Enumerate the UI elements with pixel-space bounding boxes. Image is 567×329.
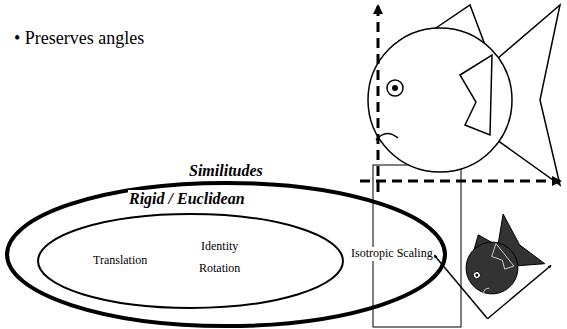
white-fish xyxy=(368,5,560,185)
bullet-point: • Preserves angles xyxy=(14,28,144,49)
transform-name: Rotation xyxy=(198,262,241,276)
region-heading: Rigid / Euclidean xyxy=(128,190,246,208)
region-heading: Similitudes xyxy=(188,162,264,180)
transform-name: Identity xyxy=(200,240,239,254)
y-axis xyxy=(377,6,380,192)
x-axis xyxy=(360,180,560,183)
dark-fish xyxy=(434,202,551,319)
ellipse-region: SimilitudesIsotropic ScalingRigid / Eucl… xyxy=(7,183,445,326)
transform-name: Translation xyxy=(92,254,148,268)
ellipse-region: Rigid / EuclideanTranslationIdentityRota… xyxy=(38,214,343,308)
ellipse-outline xyxy=(38,214,343,308)
transform-name: Isotropic Scaling xyxy=(350,247,434,261)
